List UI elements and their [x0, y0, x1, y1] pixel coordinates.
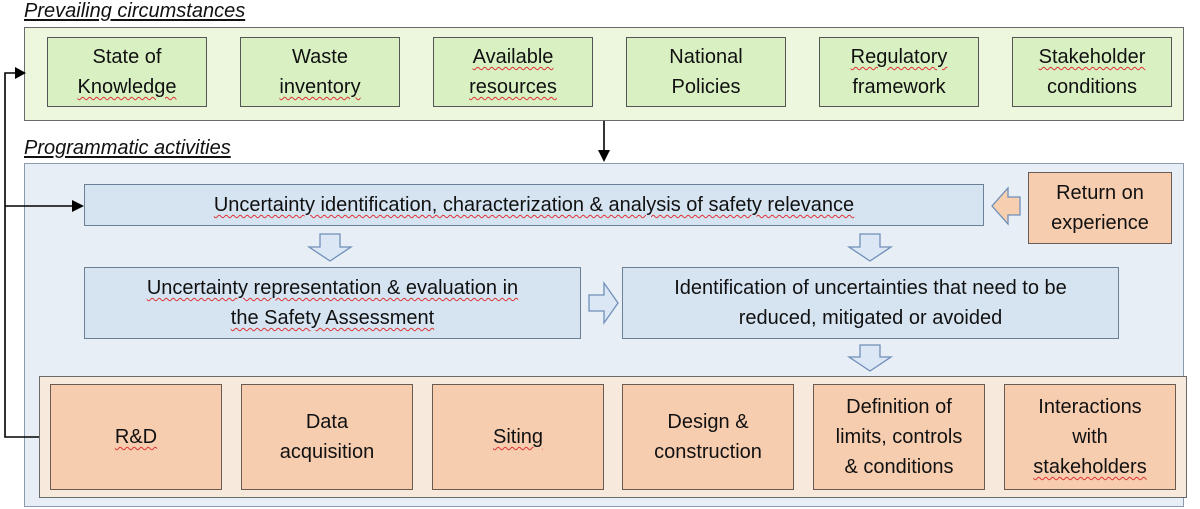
return-on-experience-box: Return on experience	[1028, 172, 1172, 244]
circumstance-line1: Waste	[292, 46, 348, 68]
reduction-line2: reduced, mitigated or avoided	[738, 307, 1003, 329]
circumstance-line1: Regulatory	[850, 46, 948, 68]
action-line2: acquisition	[279, 441, 375, 463]
block-arrow-down-left	[306, 233, 354, 262]
prevailing-circumstances-panel	[24, 27, 1184, 121]
circumstance-line1: State of	[92, 46, 162, 68]
representation-line2: the Safety Assessment	[230, 307, 435, 329]
uncertainty-identification-text: Uncertainty identification, characteriza…	[213, 194, 855, 216]
circumstance-available-resources: Available resources	[433, 37, 593, 107]
uncertainties-reduction-box: Identification of uncertainties that nee…	[622, 267, 1119, 339]
feedback-arrowhead-identification	[72, 200, 84, 212]
action-line3: stakeholders	[1033, 456, 1147, 478]
action-line1: Data	[305, 411, 349, 433]
block-arrow-down-right	[846, 233, 894, 262]
circumstances-down-arrowhead	[598, 150, 610, 162]
return-line2: experience	[1051, 212, 1149, 234]
circumstance-line1: Available	[472, 46, 554, 68]
action-line2: construction	[654, 441, 762, 463]
circumstance-stakeholder-conditions: Stakeholder conditions	[1012, 37, 1172, 107]
action-design-construction: Design & construction	[622, 384, 794, 490]
circumstance-line2: resources	[469, 76, 557, 98]
action-line1: R&D	[114, 426, 158, 448]
circumstance-line2: framework	[852, 76, 946, 98]
block-arrow-right	[588, 280, 619, 326]
action-interactions-stakeholders: Interactions with stakeholders	[1004, 384, 1176, 490]
circumstance-line2: inventory	[279, 76, 361, 98]
circumstance-regulatory-framework: Regulatory framework	[819, 37, 979, 107]
circumstance-line1: National	[669, 46, 743, 68]
action-line2: with	[1072, 426, 1108, 448]
programmatic-activities-title: Programmatic activities	[24, 137, 231, 159]
circumstance-line2: conditions	[1046, 76, 1138, 98]
feedback-arrowhead-circumstances	[15, 67, 26, 79]
circumstance-line1: Stakeholder	[1038, 46, 1146, 68]
representation-line1: Uncertainty representation & evaluation …	[146, 277, 519, 299]
action-line1: Definition of	[846, 396, 952, 418]
prevailing-circumstances-title: Prevailing circumstances	[24, 0, 246, 22]
action-line1: Design &	[667, 411, 749, 433]
action-line1: Siting	[492, 426, 544, 448]
actions-panel	[39, 376, 1187, 498]
circumstance-line2: Policies	[671, 76, 741, 98]
feedback-loop-line	[4, 72, 39, 438]
circumstance-waste-inventory: Waste inventory	[240, 37, 400, 107]
action-line2: limits, controls	[835, 426, 963, 448]
action-line3: & conditions	[844, 456, 954, 478]
uncertainty-identification-box: Uncertainty identification, characteriza…	[84, 184, 984, 226]
reduction-line1: Identification of uncertainties that nee…	[674, 277, 1067, 299]
action-rd: R&D	[50, 384, 222, 490]
action-definition-limits: Definition of limits, controls & condition…	[813, 384, 985, 490]
action-data-acquisition: Data acquisition	[241, 384, 413, 490]
circumstance-line2: Knowledge	[77, 76, 177, 98]
action-line1: Interactions	[1038, 396, 1142, 418]
action-siting: Siting	[432, 384, 604, 490]
block-arrow-down-bottom	[846, 344, 894, 372]
circumstance-state-of-knowledge: State of Knowledge	[47, 37, 207, 107]
block-arrow-left-return	[991, 186, 1021, 226]
return-line1: Return on	[1056, 182, 1144, 204]
uncertainty-representation-box: Uncertainty representation & evaluation …	[84, 267, 581, 339]
